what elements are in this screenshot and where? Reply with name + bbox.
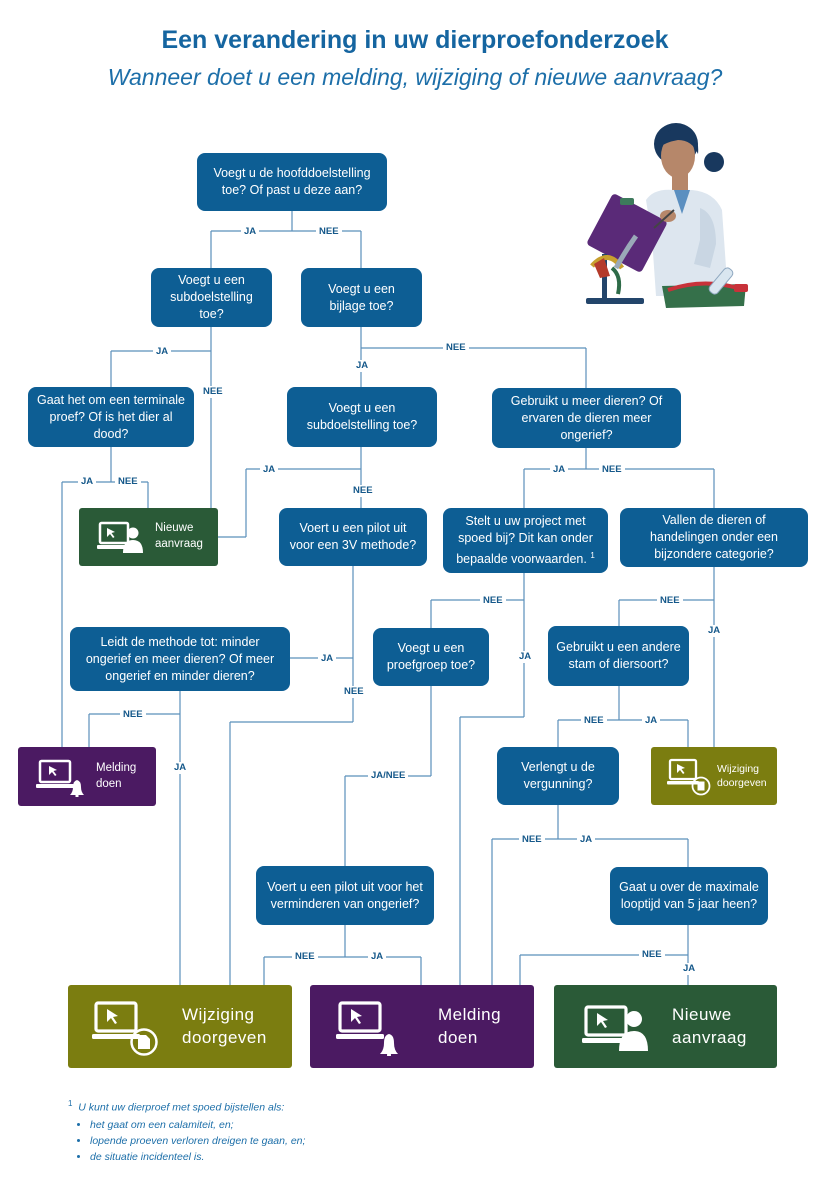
label-ja: JA [241,226,260,238]
outcome-label: Wijziging doorgeven [182,1004,267,1047]
label-ja: JA [368,951,387,963]
laptop-document-icon [92,998,158,1056]
question-extend-license: Verlengt u de vergunning? [497,747,619,805]
footnote-item: de situatie incidenteel is. [90,1151,305,1163]
outcome-label: Melding doen [438,1004,502,1047]
footnote-marker: 1 [590,550,595,560]
label-ja: JA [171,762,190,774]
outcome-wijziging-small: Wijziging doorgeven [651,747,777,805]
outcome-label: Wijziging doorgeven [717,762,767,789]
page-title: Een verandering in uw dierproefonderzoek [161,26,669,54]
label-ja: JA [642,715,661,727]
laptop-bell-icon [36,757,86,797]
label-nee: NEE [519,834,545,846]
question-add-subgoal-1: Voegt u een subdoelstelling toe? [151,268,272,327]
label-nee: NEE [120,709,146,721]
label-nee: NEE [115,476,141,488]
label-ja: JA [550,464,569,476]
question-more-animals: Gebruikt u meer dieren? Of ervaren de di… [492,388,681,448]
question-method-outcome: Leidt de methode tot: minder ongerief en… [70,627,290,691]
footnote-item: het gaat om een calamiteit, en; [90,1119,305,1131]
outcome-label: Nieuwe aanvraag [672,1004,747,1047]
laptop-user-icon [582,1001,648,1053]
laptop-document-icon [667,756,711,796]
outcome-melding-small: Melding doen [18,747,156,806]
question-add-subgoal-2: Voegt u een subdoelstelling toe? [287,387,437,447]
label-ja: JA [260,464,279,476]
question-terminal-procedure: Gaat het om een terminale proef? Of is h… [28,387,194,447]
label-ja-nee: JA/NEE [368,770,409,782]
scientist-illustration [586,123,748,308]
label-ja: JA [516,651,535,663]
outcome-wijziging-big: Wijziging doorgeven [68,985,292,1068]
label-nee: NEE [480,595,506,607]
question-add-attachment: Voegt u een bijlage toe? [301,268,422,327]
question-urgent-adjust: Stelt u uw project met spoed bij? Dit ka… [443,508,608,573]
label-ja: JA [705,625,724,637]
outcome-label: Nieuwe aanvraag [155,522,203,550]
footnote-list: het gaat om een calamiteit, en; lopende … [68,1119,305,1163]
label-nee: NEE [350,485,376,497]
question-pilot-reduce-distress: Voert u een pilot uit voor het verminder… [256,866,434,925]
footnote-item: lopende proeven verloren dreigen te gaan… [90,1135,305,1147]
label-nee: NEE [292,951,318,963]
label-nee: NEE [581,715,607,727]
footnote: 1 U kunt uw dierproef met spoed bijstell… [68,1099,305,1167]
laptop-bell-icon [336,998,400,1056]
question-special-category: Vallen de dieren of handelingen onder ee… [620,508,808,567]
label-ja: JA [153,346,172,358]
outcome-label: Melding doen [96,761,137,790]
label-nee: NEE [316,226,342,238]
label-nee: NEE [657,595,683,607]
outcome-nieuwe-aanvraag-big: Nieuwe aanvraag [554,985,777,1068]
label-nee: NEE [341,686,367,698]
question-main-goal: Voegt u de hoofddoelstelling toe? Of pas… [197,153,387,211]
laptop-user-icon [97,519,143,555]
question-max-duration: Gaat u over de maximale looptijd van 5 j… [610,867,768,925]
question-pilot-3v: Voert u een pilot uit voor een 3V method… [279,508,427,566]
footnote-intro: U kunt uw dierproef met spoed bijstellen… [78,1101,285,1114]
label-nee: NEE [443,342,469,354]
footnote-marker: 1 [68,1099,73,1108]
question-other-strain: Gebruikt u een andere stam of diersoort? [548,626,689,686]
label-ja: JA [577,834,596,846]
outcome-nieuwe-aanvraag-small: Nieuwe aanvraag [79,508,218,566]
outcome-melding-big: Melding doen [310,985,534,1068]
label-nee: NEE [599,464,625,476]
label-ja: JA [353,360,372,372]
label-nee: NEE [639,949,665,961]
question-add-test-group: Voegt u een proefgroep toe? [373,628,489,686]
label-ja: JA [680,963,699,975]
label-ja: JA [318,653,337,665]
page-subtitle: Wanneer doet u een melding, wijziging of… [107,64,723,90]
label-ja: JA [78,476,97,488]
label-nee: NEE [200,386,226,398]
question-urgent-adjust-text: Stelt u uw project met spoed bij? Dit ka… [456,513,593,567]
